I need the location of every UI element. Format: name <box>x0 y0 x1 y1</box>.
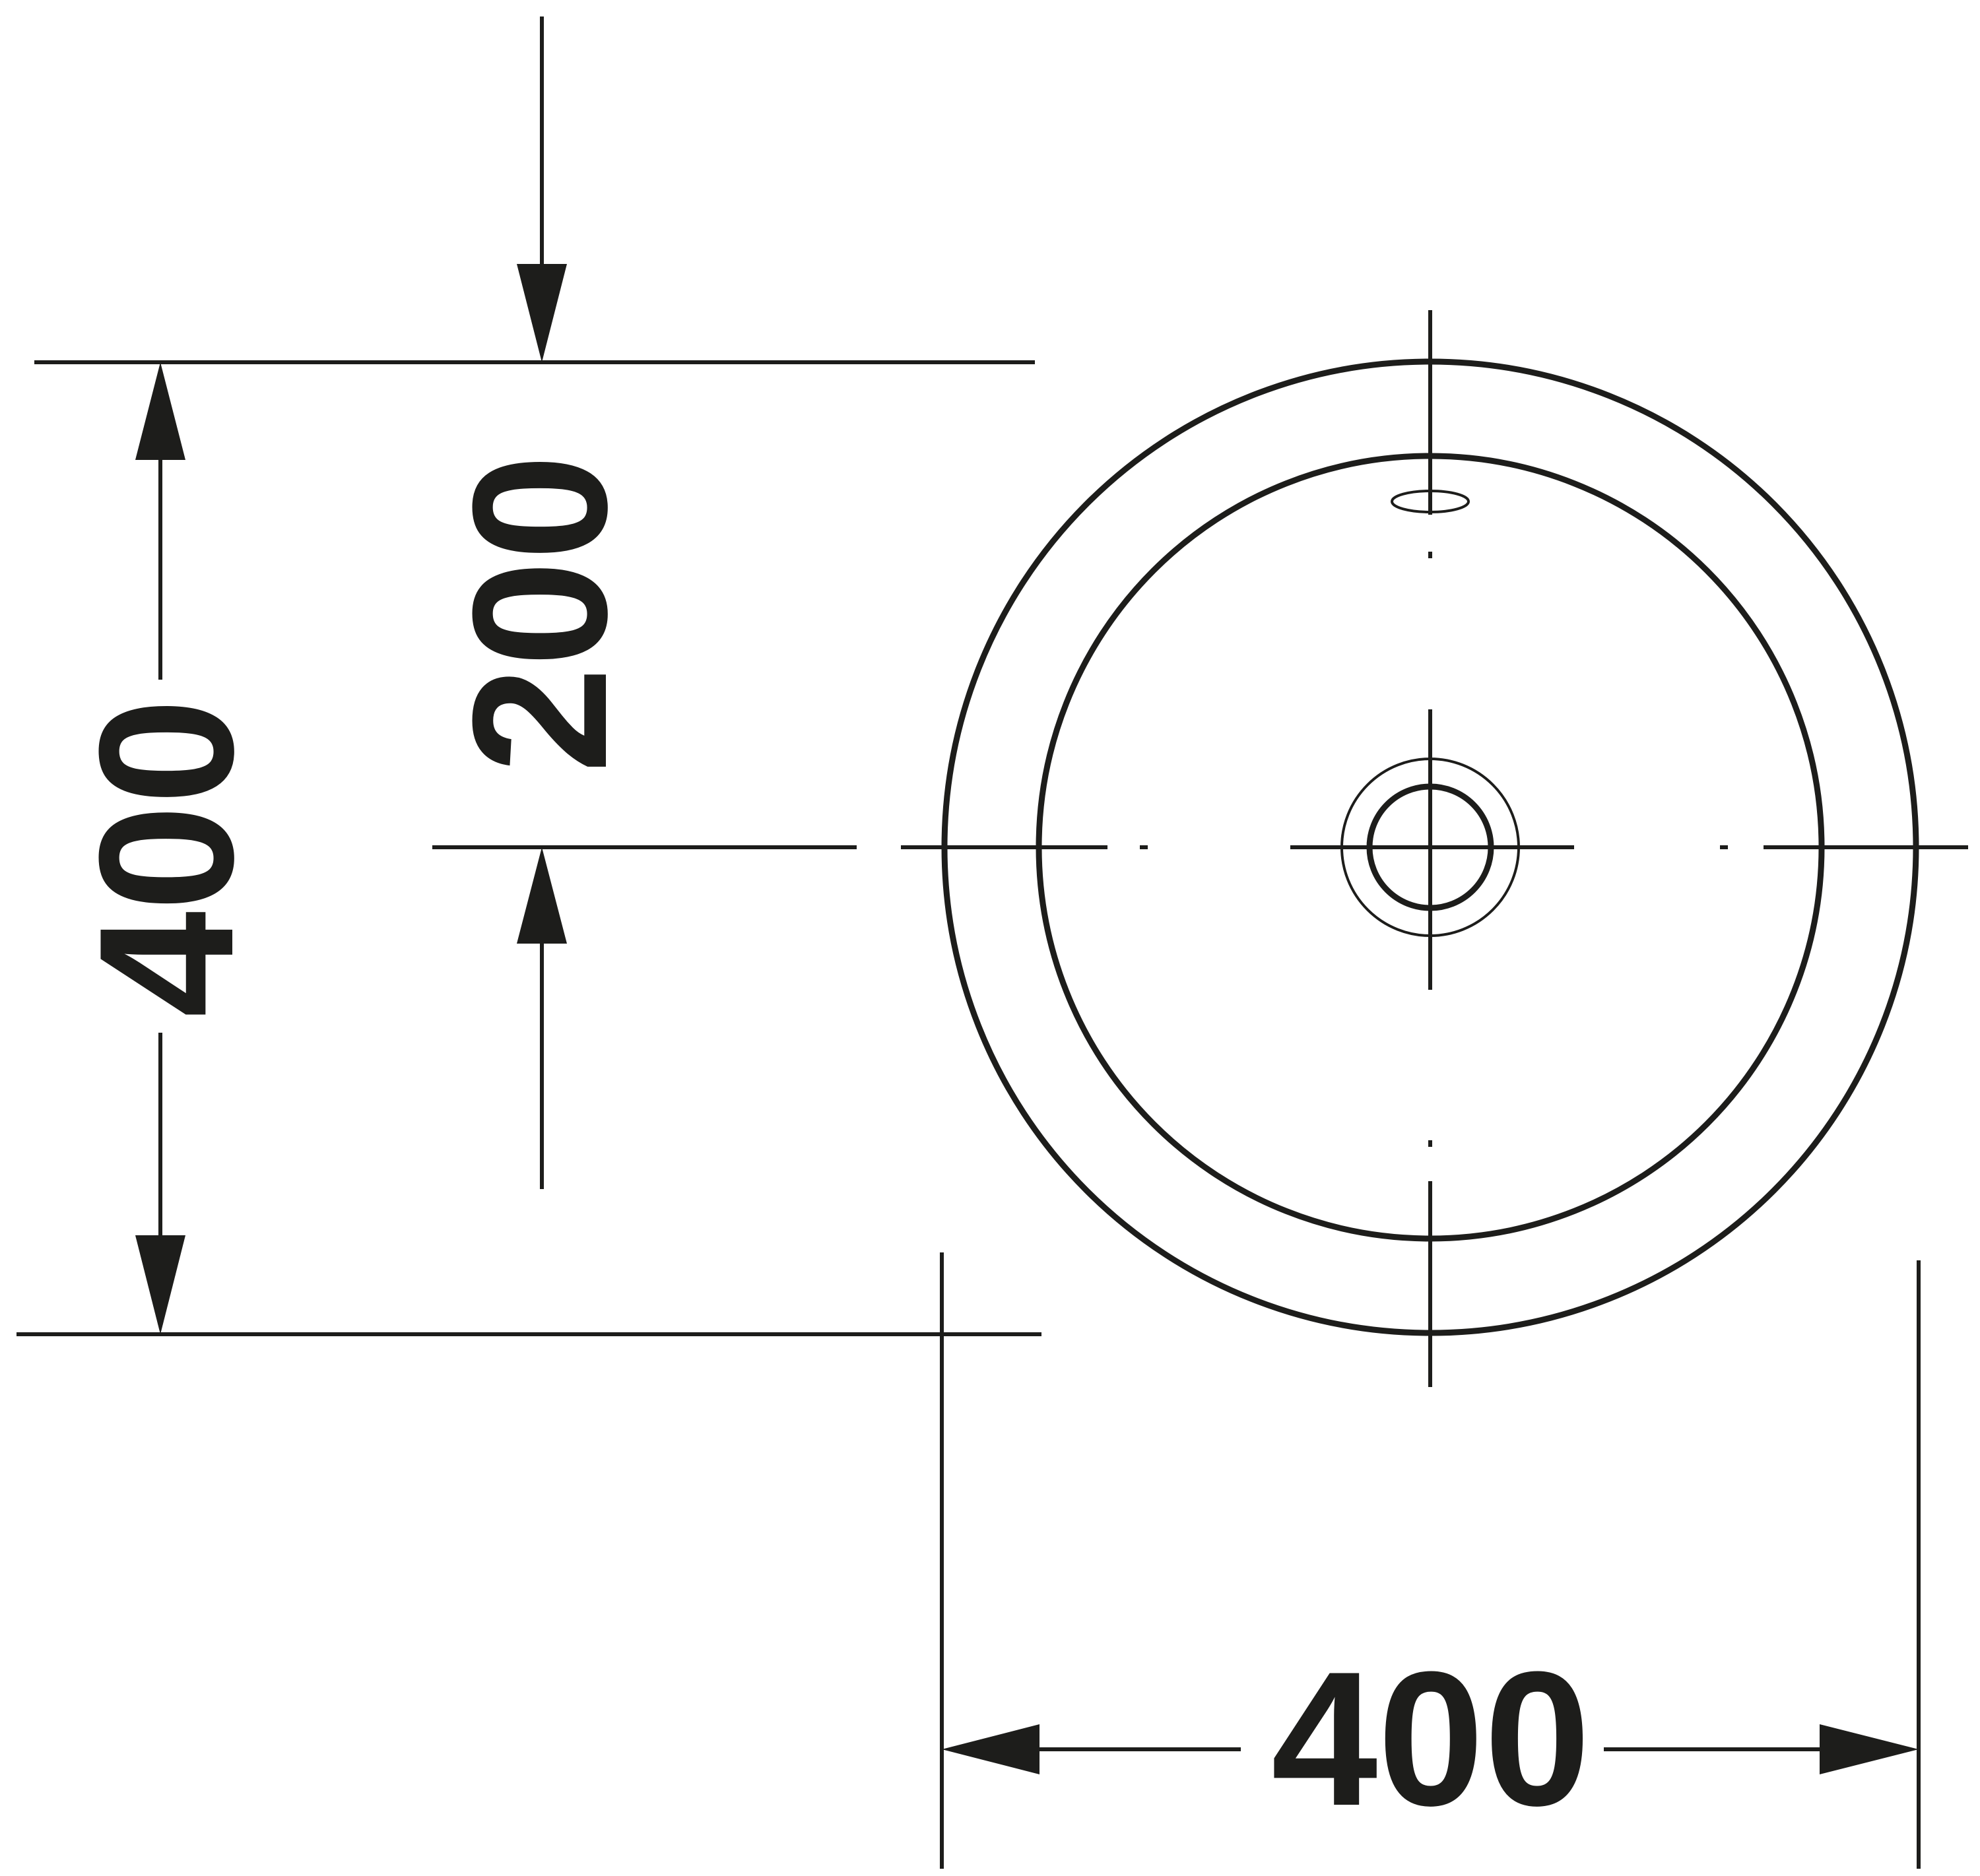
centerline-dot <box>1428 1140 1432 1147</box>
arrowhead-left-icon <box>942 1724 1040 1774</box>
arrowhead-down-icon <box>135 1235 185 1334</box>
height-400-label: 400 <box>59 698 273 1018</box>
centerline-dot <box>1428 552 1432 558</box>
width-400-label: 400 <box>1271 1632 1591 1846</box>
arrowhead-up-icon <box>135 362 185 460</box>
arrowhead-up-icon <box>517 847 567 944</box>
arrowhead-right-icon <box>1820 1724 1919 1774</box>
centerline-dot <box>1720 845 1728 849</box>
centerline-dot <box>1140 845 1148 849</box>
arrowhead-down-icon <box>517 264 567 362</box>
height-200-label: 200 <box>433 454 647 773</box>
